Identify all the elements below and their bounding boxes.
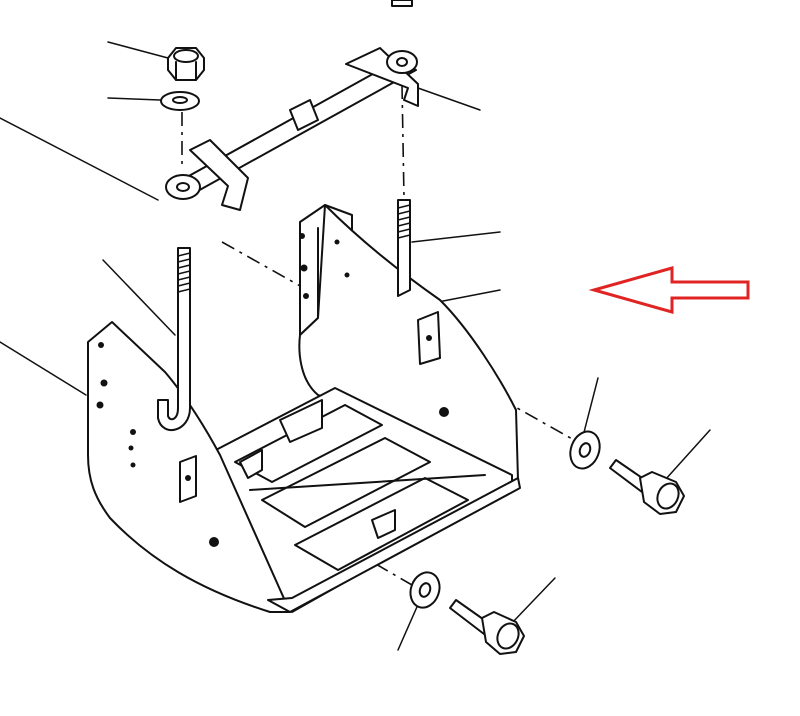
hold-down-strap-part <box>165 47 419 211</box>
washer-right-part <box>569 430 601 470</box>
washer-top-part <box>160 91 200 111</box>
washer-bottom-part <box>409 571 441 609</box>
j-bolt-left-part <box>157 247 191 431</box>
nut-top-right-part <box>391 0 413 7</box>
highlight-arrow <box>588 266 750 314</box>
battery-bracket-part <box>87 204 521 613</box>
leader-lines <box>0 41 711 651</box>
bolt-right-part <box>609 459 685 515</box>
bolt-bottom-part <box>449 599 525 655</box>
j-bolt-right-part <box>397 199 411 297</box>
nut-part <box>167 47 205 81</box>
